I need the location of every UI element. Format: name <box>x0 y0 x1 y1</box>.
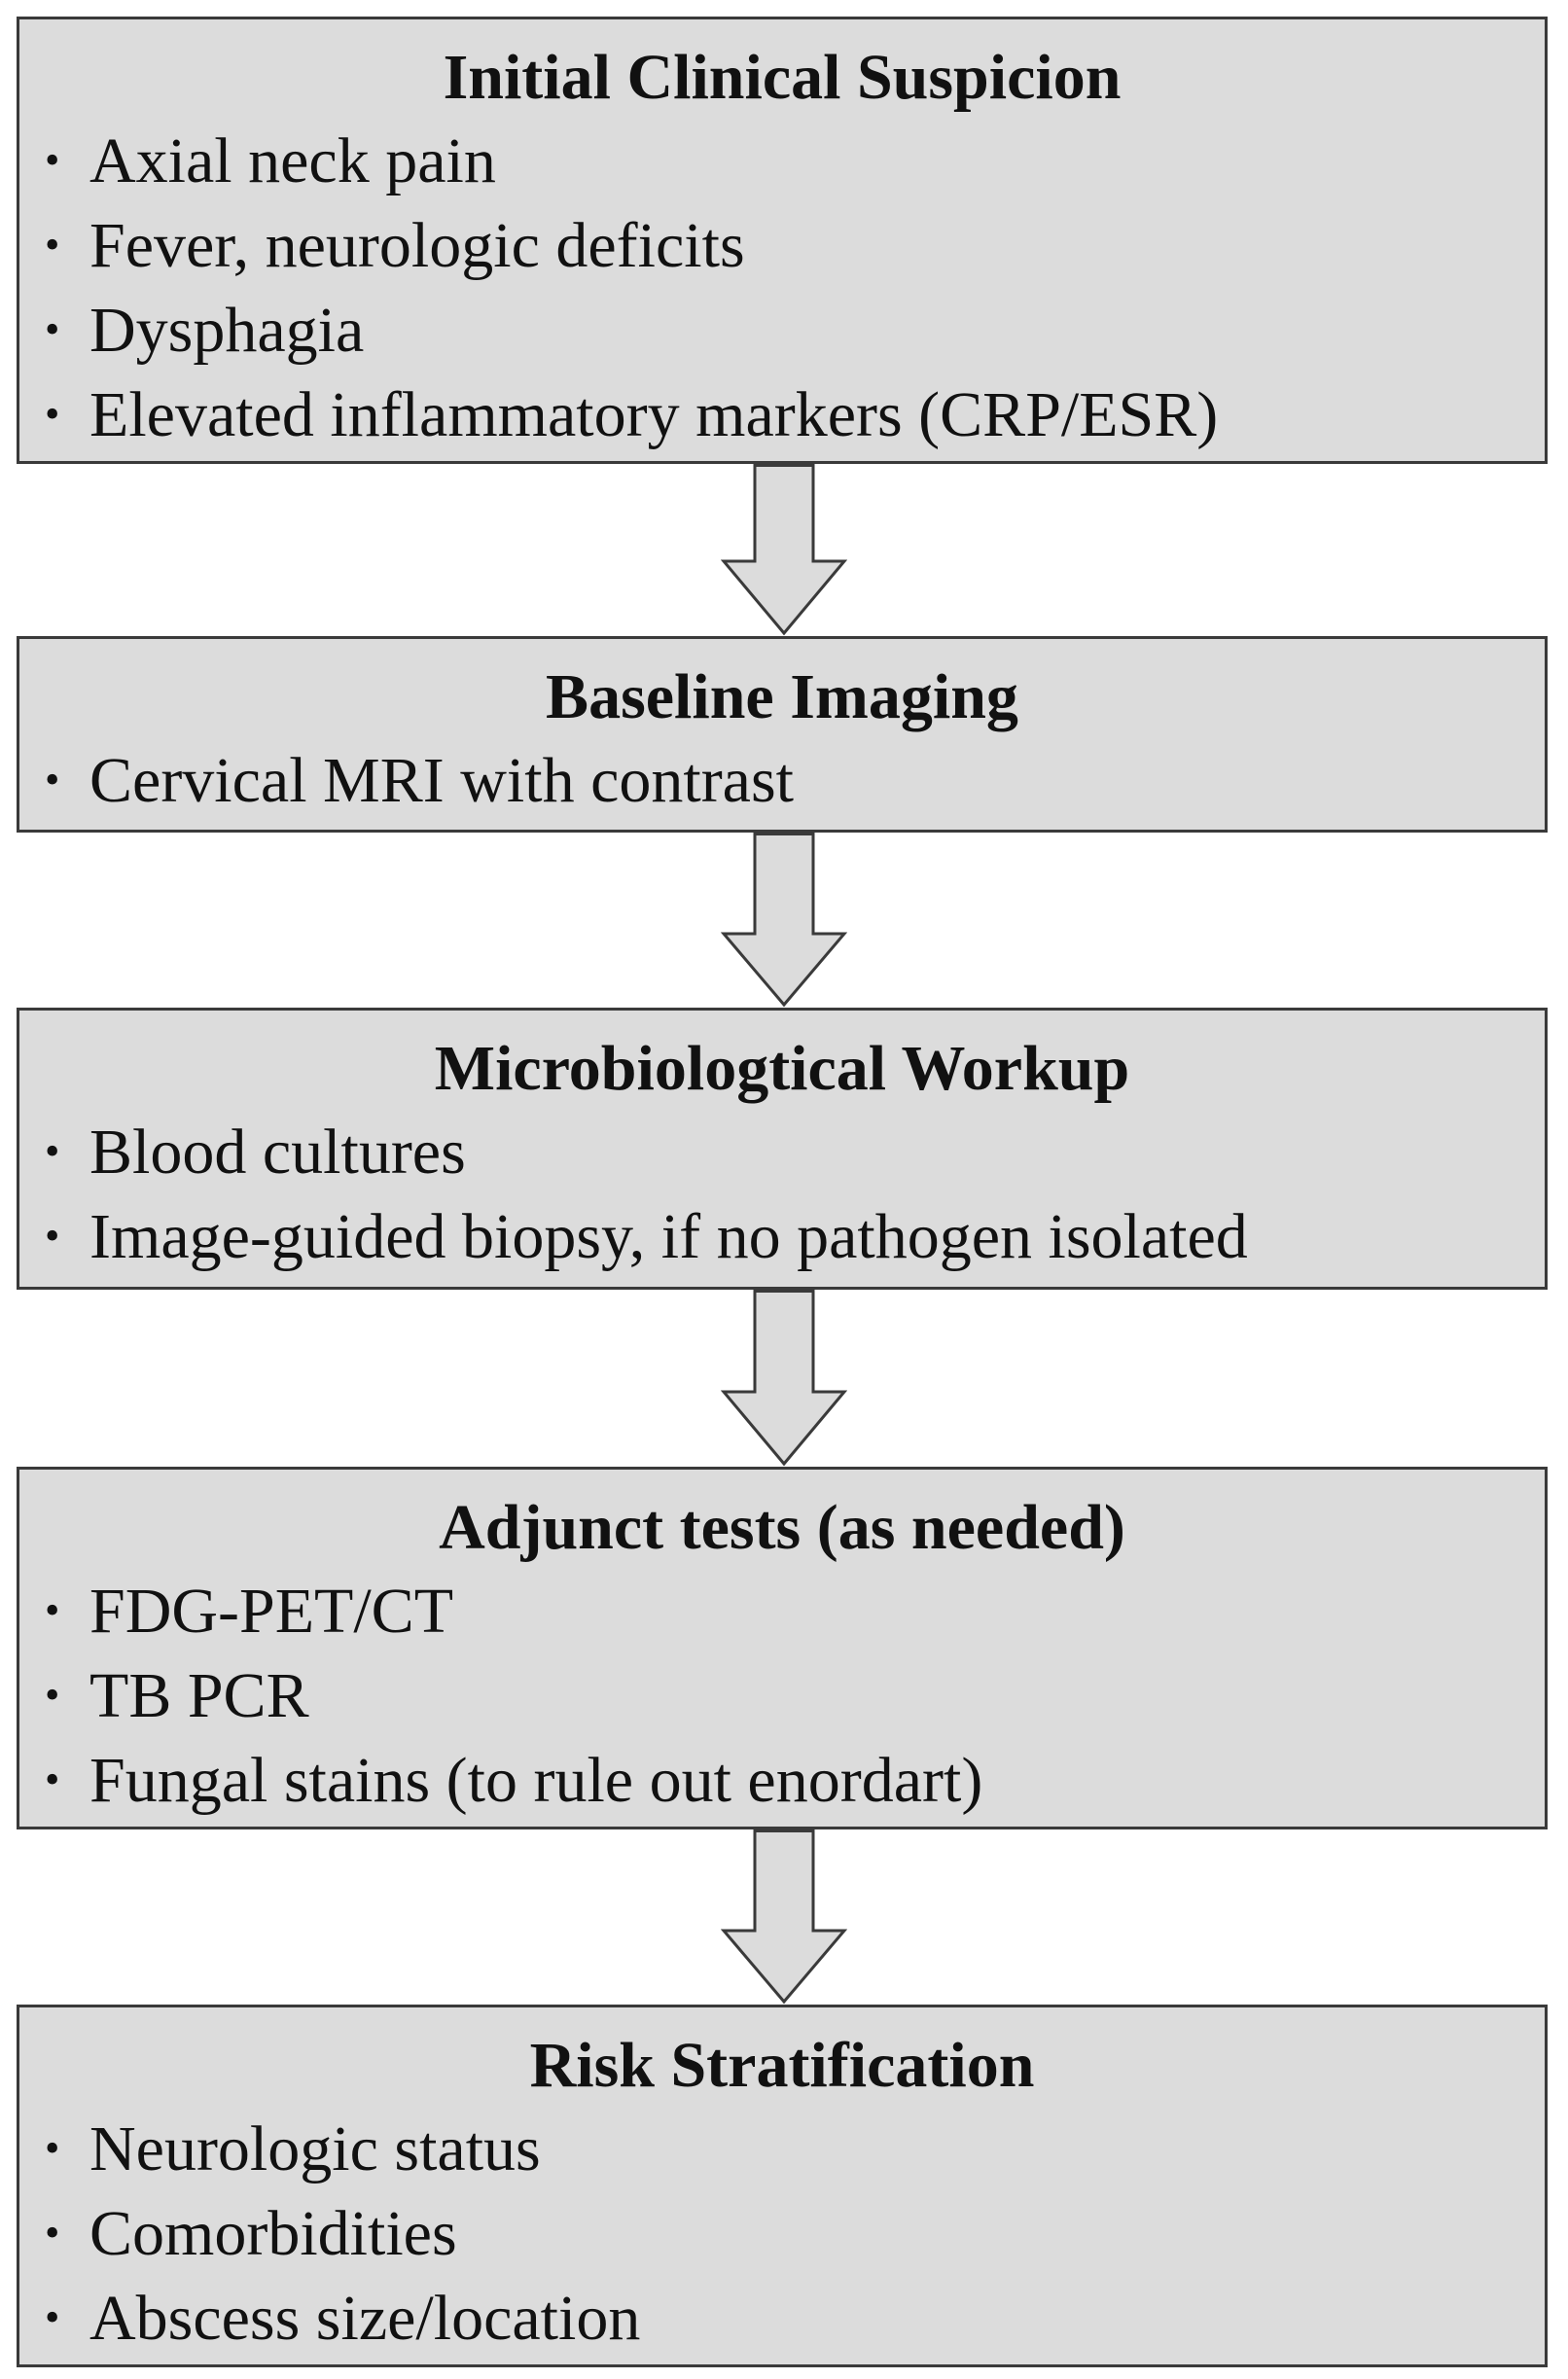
down-arrow-icon <box>721 1290 847 1467</box>
bullet-icon: • <box>45 389 60 438</box>
bullet-icon: • <box>45 756 60 803</box>
step-title: Microbiologtical Workup <box>434 1033 1130 1104</box>
step-item: • Comorbidities <box>45 2191 1545 2276</box>
step-item: • Axial neck pain <box>45 119 1545 203</box>
step-item-list: • Cervical MRI with contrast <box>19 738 1545 823</box>
step-item-text: Comorbidities <box>89 2197 457 2269</box>
step-item-list: • Neurologic status • Comorbidities • Absce… <box>19 2107 1545 2361</box>
step-item: • Blood cultures <box>45 1110 1545 1194</box>
step-title: Adjunct tests (as needed) <box>439 1492 1125 1563</box>
step-item: • Image-guided biopsy, if no pathogen iso… <box>45 1194 1545 1279</box>
step-item: • Fungal stains (to rule out enordart) <box>45 1738 1545 1823</box>
step-box-risk-stratification: Risk Stratification • Neurologic status •… <box>17 2005 1548 2367</box>
step-title: Baseline Imaging <box>546 661 1018 732</box>
step-box-initial-clinical-suspicion: Initial Clinical Suspicion • Axial neck p… <box>17 17 1548 464</box>
bullet-icon: • <box>45 304 60 353</box>
step-item: • FDG-PET/CT <box>45 1569 1545 1653</box>
step-item: • Elevated inflammatory markers (CRP/ESR) <box>45 373 1545 457</box>
bullet-icon: • <box>45 1755 60 1803</box>
step-box-adjunct-tests: Adjunct tests (as needed) • FDG-PET/CT • T… <box>17 1467 1548 1829</box>
step-item-text: Fever, neurologic deficits <box>89 209 745 281</box>
step-item-text: Blood cultures <box>89 1116 466 1188</box>
step-item: • Dysphagia <box>45 288 1545 373</box>
step-item-text: Neurologic status <box>89 2113 541 2184</box>
step-item: • TB PCR <box>45 1653 1545 1738</box>
bullet-icon: • <box>45 1211 60 1260</box>
bullet-icon: • <box>45 2292 60 2341</box>
step-title: Initial Clinical Suspicion <box>443 42 1122 113</box>
step-box-baseline-imaging: Baseline Imaging • Cervical MRI with cont… <box>17 636 1548 833</box>
step-item: • Cervical MRI with contrast <box>45 738 1545 823</box>
bullet-icon: • <box>45 136 60 184</box>
step-item: • Abscess size/location <box>45 2276 1545 2361</box>
step-item-text: Fungal stains (to rule out enordart) <box>89 1744 983 1816</box>
bullet-icon: • <box>45 220 60 268</box>
step-item-list: • Axial neck pain • Fever, neurologic defi… <box>19 119 1545 457</box>
step-item-text: FDG-PET/CT <box>89 1575 454 1647</box>
step-item: • Neurologic status <box>45 2107 1545 2191</box>
step-title: Risk Stratification <box>529 2030 1035 2101</box>
step-item-list: • Blood cultures • Image-guided biopsy, if… <box>19 1110 1545 1279</box>
step-item-text: Cervical MRI with contrast <box>89 744 795 816</box>
down-arrow-icon <box>721 464 847 636</box>
step-item: • Fever, neurologic deficits <box>45 203 1545 288</box>
step-item-text: Elevated inflammatory markers (CRP/ESR) <box>89 378 1219 450</box>
bullet-icon: • <box>45 1586 60 1634</box>
step-item-text: Dysphagia <box>89 294 365 366</box>
step-item-text: Axial neck pain <box>89 124 496 196</box>
bullet-icon: • <box>45 1670 60 1719</box>
step-item-text: Abscess size/location <box>89 2282 641 2354</box>
down-arrow-icon <box>721 1829 847 2005</box>
step-item-text: Image-guided biopsy, if no pathogen isol… <box>89 1200 1248 1272</box>
step-item-text: TB PCR <box>89 1659 309 1731</box>
bullet-icon: • <box>45 2124 60 2172</box>
bullet-icon: • <box>45 1127 60 1175</box>
step-item-list: • FDG-PET/CT • TB PCR • Fungal stains (to r… <box>19 1569 1545 1823</box>
down-arrow-icon <box>721 833 847 1008</box>
step-box-microbiological-workup: Microbiologtical Workup • Blood cultures … <box>17 1008 1548 1290</box>
bullet-icon: • <box>45 2208 60 2256</box>
